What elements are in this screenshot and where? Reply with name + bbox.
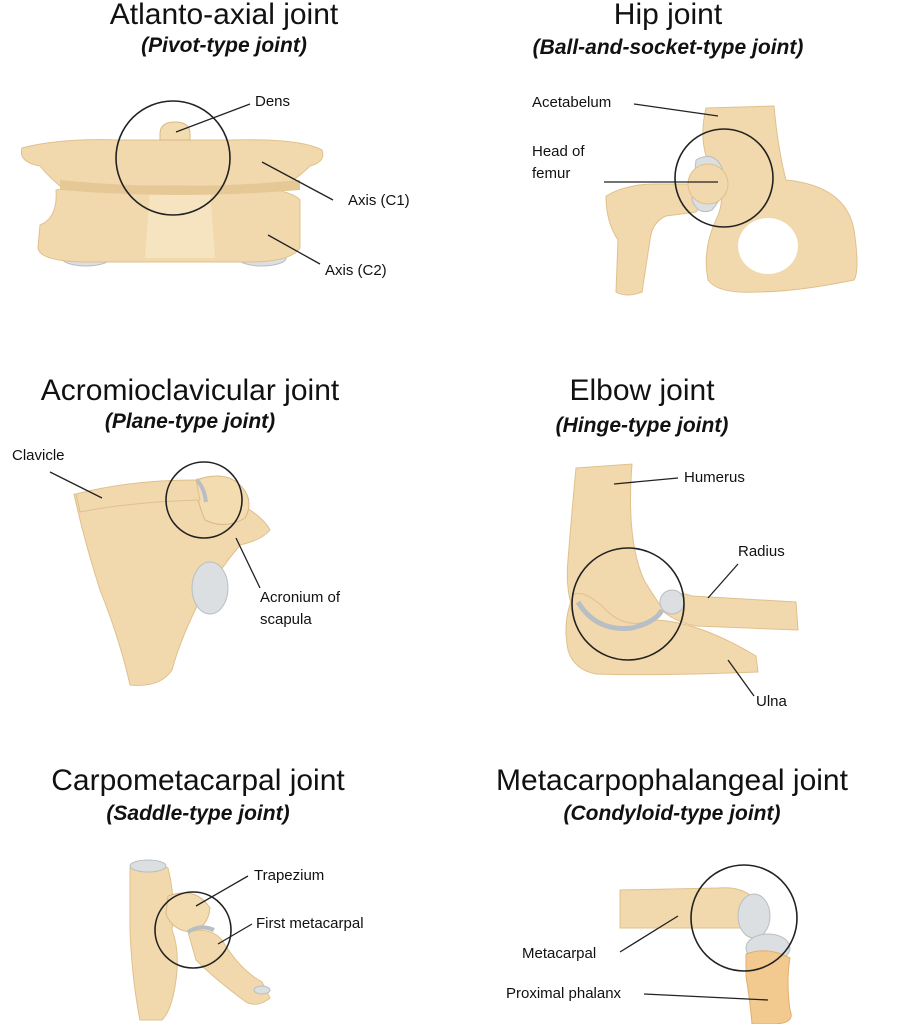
clavicle [75,479,201,513]
panel-title: Atlanto-axial joint [109,0,339,31]
cartilage-distal [737,893,771,939]
metacarpal [619,887,759,929]
label-first-metacarpal: First metacarpal [256,915,364,932]
leader-acetabulum [633,103,719,117]
leader-dens [175,103,251,133]
leader-axis-c2 [267,234,321,265]
panel-subtitle: (Plane-type joint) [104,410,276,433]
leader-radius [707,563,739,599]
leader-humerus [613,477,679,485]
femur [605,183,703,296]
label-acronium-line2: scapula [260,611,312,628]
leader-axis-c1 [261,161,334,201]
focus-circle [165,461,243,539]
panel-title: Acromioclavicular joint [40,374,340,407]
panel-title: Elbow joint [569,374,715,407]
panel-title: Metacarpophalangeal joint [496,764,848,797]
elbow-illustration [565,463,799,697]
panel-acromioclavicular: Acromioclavicular joint (Plane-type join… [0,340,456,686]
leader-trapezium [195,875,249,907]
first-metacarpal [187,929,271,1005]
panel-metacarpophalangeal: Metacarpophalangeal joint (Condyloid-typ… [456,680,912,1024]
label-axis-c1: Axis (C1) [348,192,410,209]
panel-subtitle: (Pivot-type joint) [141,34,307,57]
label-clavicle: Clavicle [12,447,65,464]
focus-circle [690,864,798,972]
label-head-femur-line2: femur [532,165,571,182]
label-radius: Radius [738,543,785,560]
focus-circle [571,547,685,661]
acromioclavicular-illustration [49,461,271,686]
panel-elbow: Elbow joint (Hinge-type joint) Humerus R… [456,340,912,710]
proximal-phalanx [745,950,792,1024]
panel-subtitle: (Ball-and-socket-type joint) [532,36,804,59]
label-acronium-line1: Acronium of [260,589,341,606]
label-humerus: Humerus [684,469,745,486]
focus-circle [674,128,774,228]
panel-title: Carpometacarpal joint [51,764,345,797]
panel-subtitle: (Hinge-type joint) [555,414,729,437]
panel-subtitle: (Saddle-type joint) [106,802,290,825]
panel-atlanto-axial: Atlanto-axial joint (Pivot-type joint) D… [0,0,456,340]
label-axis-c2: Axis (C2) [325,262,387,279]
carpometacarpal-illustration [129,859,271,1021]
hip-illustration [604,103,858,296]
label-acetabulum: Acetabelum [532,94,612,111]
obturator-foramen [738,218,798,274]
acromion [195,475,250,525]
panel-title: Hip joint [613,0,723,31]
focus-circle [115,100,231,216]
leader-first-metacarpal [217,923,253,945]
trapezium [165,892,211,933]
leader-metacarpal [619,915,679,953]
atlanto-axial-illustration [20,100,334,267]
ulna [565,592,759,676]
panel-hip: Hip joint (Ball-and-socket-type joint) A… [456,0,912,340]
leader-clavicle [49,471,103,499]
label-proximal-phalanx: Proximal phalanx [506,985,622,1002]
panel-subtitle: (Condyloid-type joint) [563,802,781,825]
dens [159,121,191,141]
focus-circle [154,891,232,969]
label-metacarpal: Metacarpal [522,945,597,962]
panel-carpometacarpal: Carpometacarpal joint (Saddle-type joint… [0,680,456,1021]
label-ulna: Ulna [756,693,787,710]
label-dens: Dens [255,93,291,110]
metacarpophalangeal-illustration [619,864,798,1024]
glenoid-cartilage [191,561,229,615]
label-head-femur-line1: Head of [532,143,585,160]
label-trapezium: Trapezium [254,867,325,884]
leader-ulna [727,659,755,697]
leader-acronium [235,537,261,589]
carpal-bones [129,863,178,1021]
radius-head-cartilage [659,589,685,615]
leader-proximal-phalanx [643,993,769,1001]
vertebra-c1 [20,139,324,187]
